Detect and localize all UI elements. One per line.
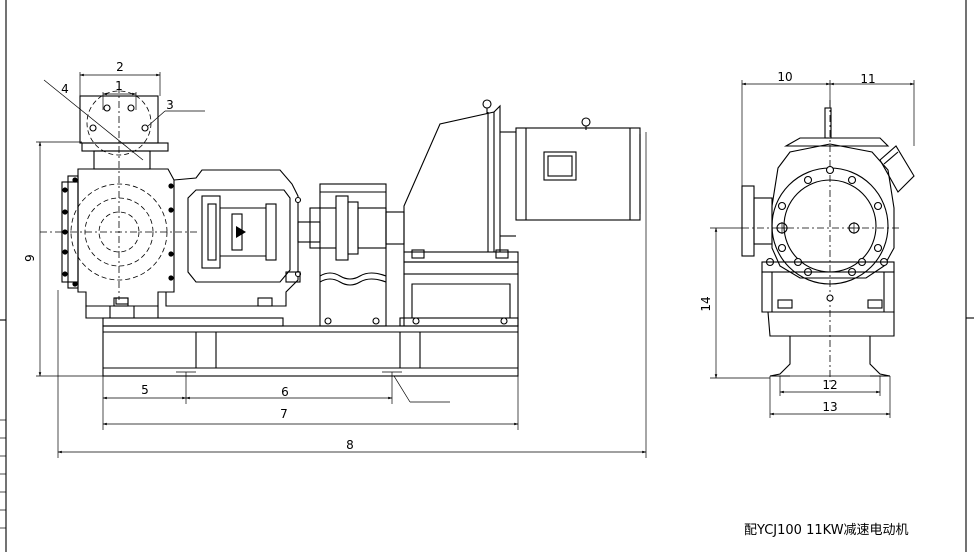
motor — [515, 117, 641, 221]
front-dimension-labels: 2 1 3 4 9 5 6 7 8 — [23, 60, 354, 452]
base-frame — [102, 317, 519, 377]
dim-label-10: 10 — [777, 70, 792, 84]
dim-label-9: 9 — [23, 254, 37, 262]
dim-label-3: 3 — [166, 98, 174, 112]
dim-label-14: 14 — [699, 296, 713, 311]
pump-body — [40, 86, 200, 319]
side-dimension-labels: 10 11 14 12 13 — [699, 70, 876, 414]
dim-label-12: 12 — [822, 378, 837, 392]
dim-label-13: 13 — [822, 400, 837, 414]
side-dimensions — [710, 80, 915, 418]
dim-label-6: 6 — [281, 385, 289, 399]
dim-label-11: 11 — [860, 72, 875, 86]
dim-label-1: 1 — [115, 79, 123, 93]
front-dimensions — [36, 72, 647, 458]
dim-label-2: 2 — [116, 60, 124, 74]
front-view: 2 1 3 4 9 5 6 7 8 — [23, 60, 647, 458]
dim-label-8: 8 — [346, 438, 354, 452]
dim-label-7: 7 — [280, 407, 288, 421]
dim-label-4: 4 — [61, 82, 69, 96]
side-pump — [741, 100, 915, 384]
motor-caption: 配YCJ100 11KW减速电动机 — [744, 523, 909, 538]
reducer — [403, 99, 519, 327]
dim-label-5: 5 — [141, 383, 149, 397]
bearing-bracket — [113, 169, 302, 307]
side-view: 10 11 14 12 13 — [699, 70, 915, 418]
coupling — [297, 183, 405, 327]
